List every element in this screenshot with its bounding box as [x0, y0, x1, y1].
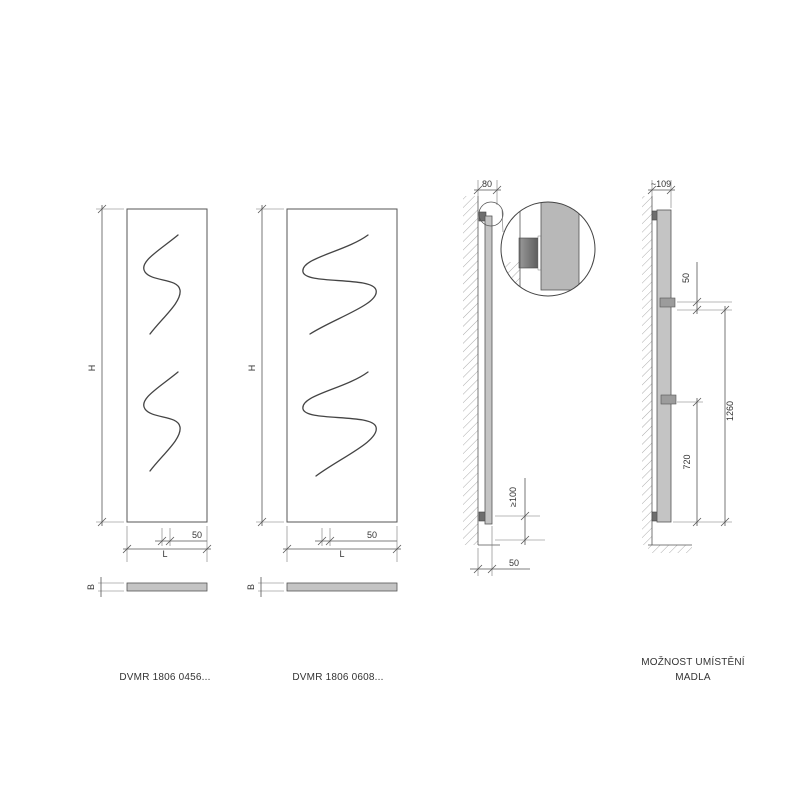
- detail-marker-circle: [478, 201, 504, 227]
- offset-label: 50: [367, 530, 377, 540]
- depth-dimension: 80: [473, 179, 502, 205]
- detail-leader-line: [501, 208, 504, 233]
- depth-label: B: [86, 584, 96, 590]
- height-dimension: H: [247, 204, 284, 527]
- wall-hatch: [642, 196, 652, 545]
- radiator-side-bar: [484, 215, 493, 525]
- handle-lower: [660, 394, 677, 405]
- depth-plan-view: B: [86, 577, 208, 597]
- depth-dimension: ~109: [647, 179, 676, 208]
- floor-gap-label: ≥100: [508, 487, 518, 507]
- depth-label: B: [246, 584, 256, 590]
- length-dimension: L: [122, 526, 212, 562]
- depth-label: ~109: [651, 179, 671, 189]
- model-label: DVMR 1806 0608...: [292, 672, 383, 683]
- depth-plan-view: B: [246, 577, 398, 597]
- model-label: DVMR 1806 0456...: [119, 672, 210, 683]
- s-curve-decoration-top: [302, 234, 377, 335]
- handle-view: ~109 50 1260 720 MOŽNOST UMÍSTĚNÍ: [641, 179, 745, 683]
- handle-upper: [659, 297, 676, 308]
- length-label: L: [339, 549, 344, 559]
- wall-hatch: [463, 196, 478, 545]
- caption-line-1: MOŽNOST UMÍSTĚNÍ: [641, 655, 745, 668]
- depth-label: 80: [482, 179, 492, 189]
- span-dimension: 1260: [673, 305, 735, 527]
- front-view-2: H 50 L B DVMR 1806 0608...: [246, 204, 402, 683]
- s-curve-decoration-top: [143, 234, 181, 335]
- floor-gap-dimension: ≥100: [495, 478, 545, 545]
- side-view: 80 ≥100: [463, 179, 596, 576]
- length-label: L: [162, 549, 167, 559]
- radiator-plan-bar: [126, 582, 208, 592]
- height-label: H: [247, 365, 257, 372]
- caption-line-2: MADLA: [675, 672, 711, 683]
- top-offset-dimension: 50: [677, 262, 732, 315]
- offset-dimension: 50: [155, 528, 207, 546]
- wall-gap-dimension: 50: [470, 526, 530, 576]
- handle-height-dimension: 720: [677, 397, 703, 527]
- s-curve-decoration-bottom: [302, 371, 377, 477]
- handle-height-label: 720: [682, 454, 692, 469]
- height-dimension: H: [87, 204, 124, 527]
- radiator-front-panel: [126, 208, 208, 523]
- offset-label: 50: [192, 530, 202, 540]
- radiator-plan-bar: [286, 582, 398, 592]
- offset-dimension: 50: [315, 528, 397, 546]
- detail-circle: [500, 201, 596, 297]
- front-view-1: H 50 L B DVMR 1806 0456...: [86, 204, 212, 683]
- s-curve-decoration-bottom: [143, 371, 181, 472]
- floor-hatch: [648, 545, 692, 553]
- radiator-front-panel: [286, 208, 398, 523]
- wall-gap-label: 50: [509, 558, 519, 568]
- height-label: H: [87, 365, 97, 372]
- span-label: 1260: [725, 401, 735, 421]
- top-offset-label: 50: [681, 273, 691, 283]
- length-dimension: L: [282, 526, 402, 562]
- radiator-side-bar: [656, 209, 672, 523]
